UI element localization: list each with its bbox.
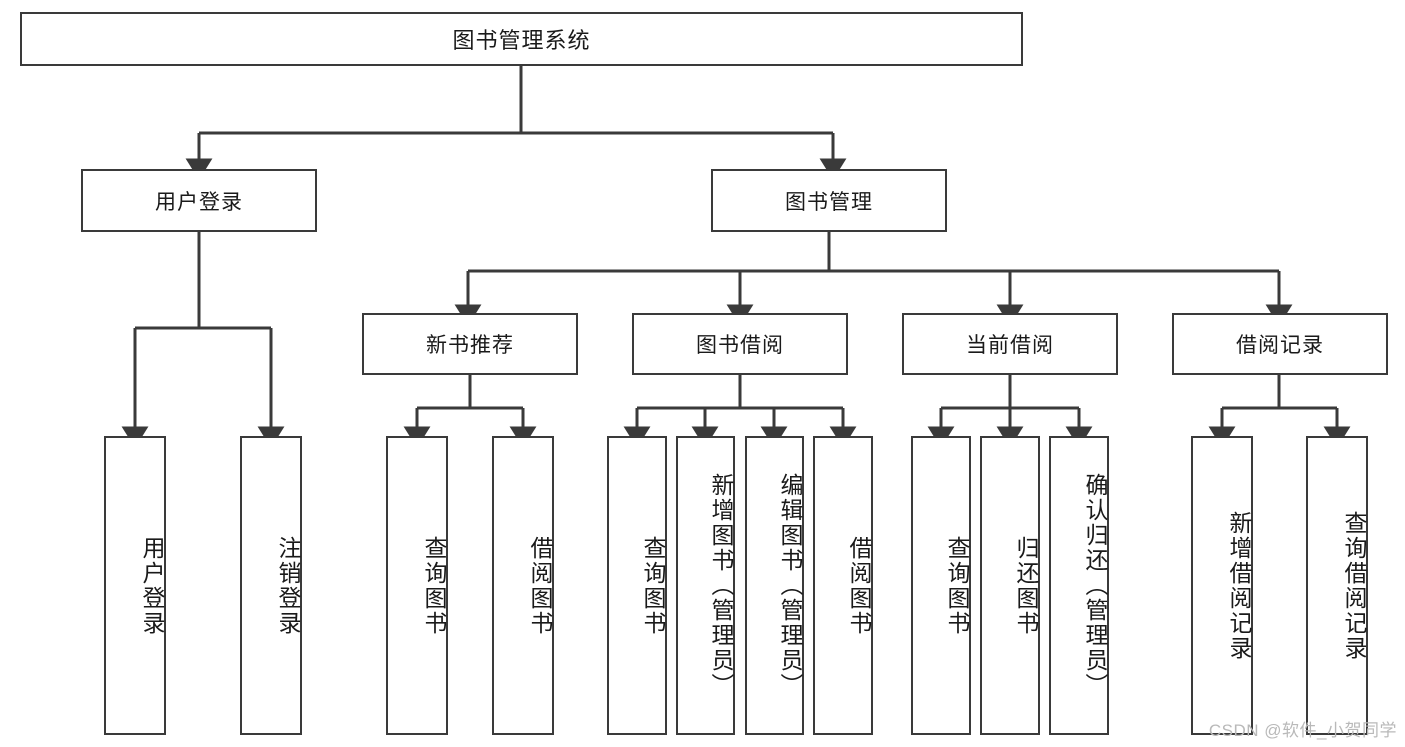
leaf-user-login[interactable]: 用户登录 — [104, 436, 166, 735]
node-root-system[interactable]: 图书管理系统 — [20, 12, 1023, 66]
node-borrow-record[interactable]: 借阅记录 — [1172, 313, 1388, 375]
leaf-query-borrow-record[interactable]: 查询借阅记录 — [1306, 436, 1368, 735]
leaf-logout-login[interactable]: 注销登录 — [240, 436, 302, 735]
leaf-query-book-new[interactable]: 查询图书 — [386, 436, 448, 735]
node-new-book-recommend[interactable]: 新书推荐 — [362, 313, 578, 375]
csdn-watermark: CSDN @软件_小贺同学 — [1208, 721, 1397, 740]
leaf-add-borrow-record[interactable]: 新增借阅记录 — [1191, 436, 1253, 735]
leaf-borrow-book-new[interactable]: 借阅图书 — [492, 436, 554, 735]
node-user-login[interactable]: 用户登录 — [81, 169, 317, 232]
leaf-borrow-book[interactable]: 借阅图书 — [813, 436, 873, 735]
leaf-query-book[interactable]: 查询图书 — [607, 436, 667, 735]
node-book-borrow[interactable]: 图书借阅 — [632, 313, 848, 375]
node-book-management[interactable]: 图书管理 — [711, 169, 947, 232]
leaf-return-book[interactable]: 归还图书 — [980, 436, 1040, 735]
leaf-add-book-admin[interactable]: 新增图书（管理员） — [676, 436, 735, 735]
leaf-confirm-return-admin[interactable]: 确认归还（管理员） — [1049, 436, 1109, 735]
node-current-borrow[interactable]: 当前借阅 — [902, 313, 1118, 375]
leaf-edit-book-admin[interactable]: 编辑图书（管理员） — [745, 436, 804, 735]
leaf-query-book-current[interactable]: 查询图书 — [911, 436, 971, 735]
